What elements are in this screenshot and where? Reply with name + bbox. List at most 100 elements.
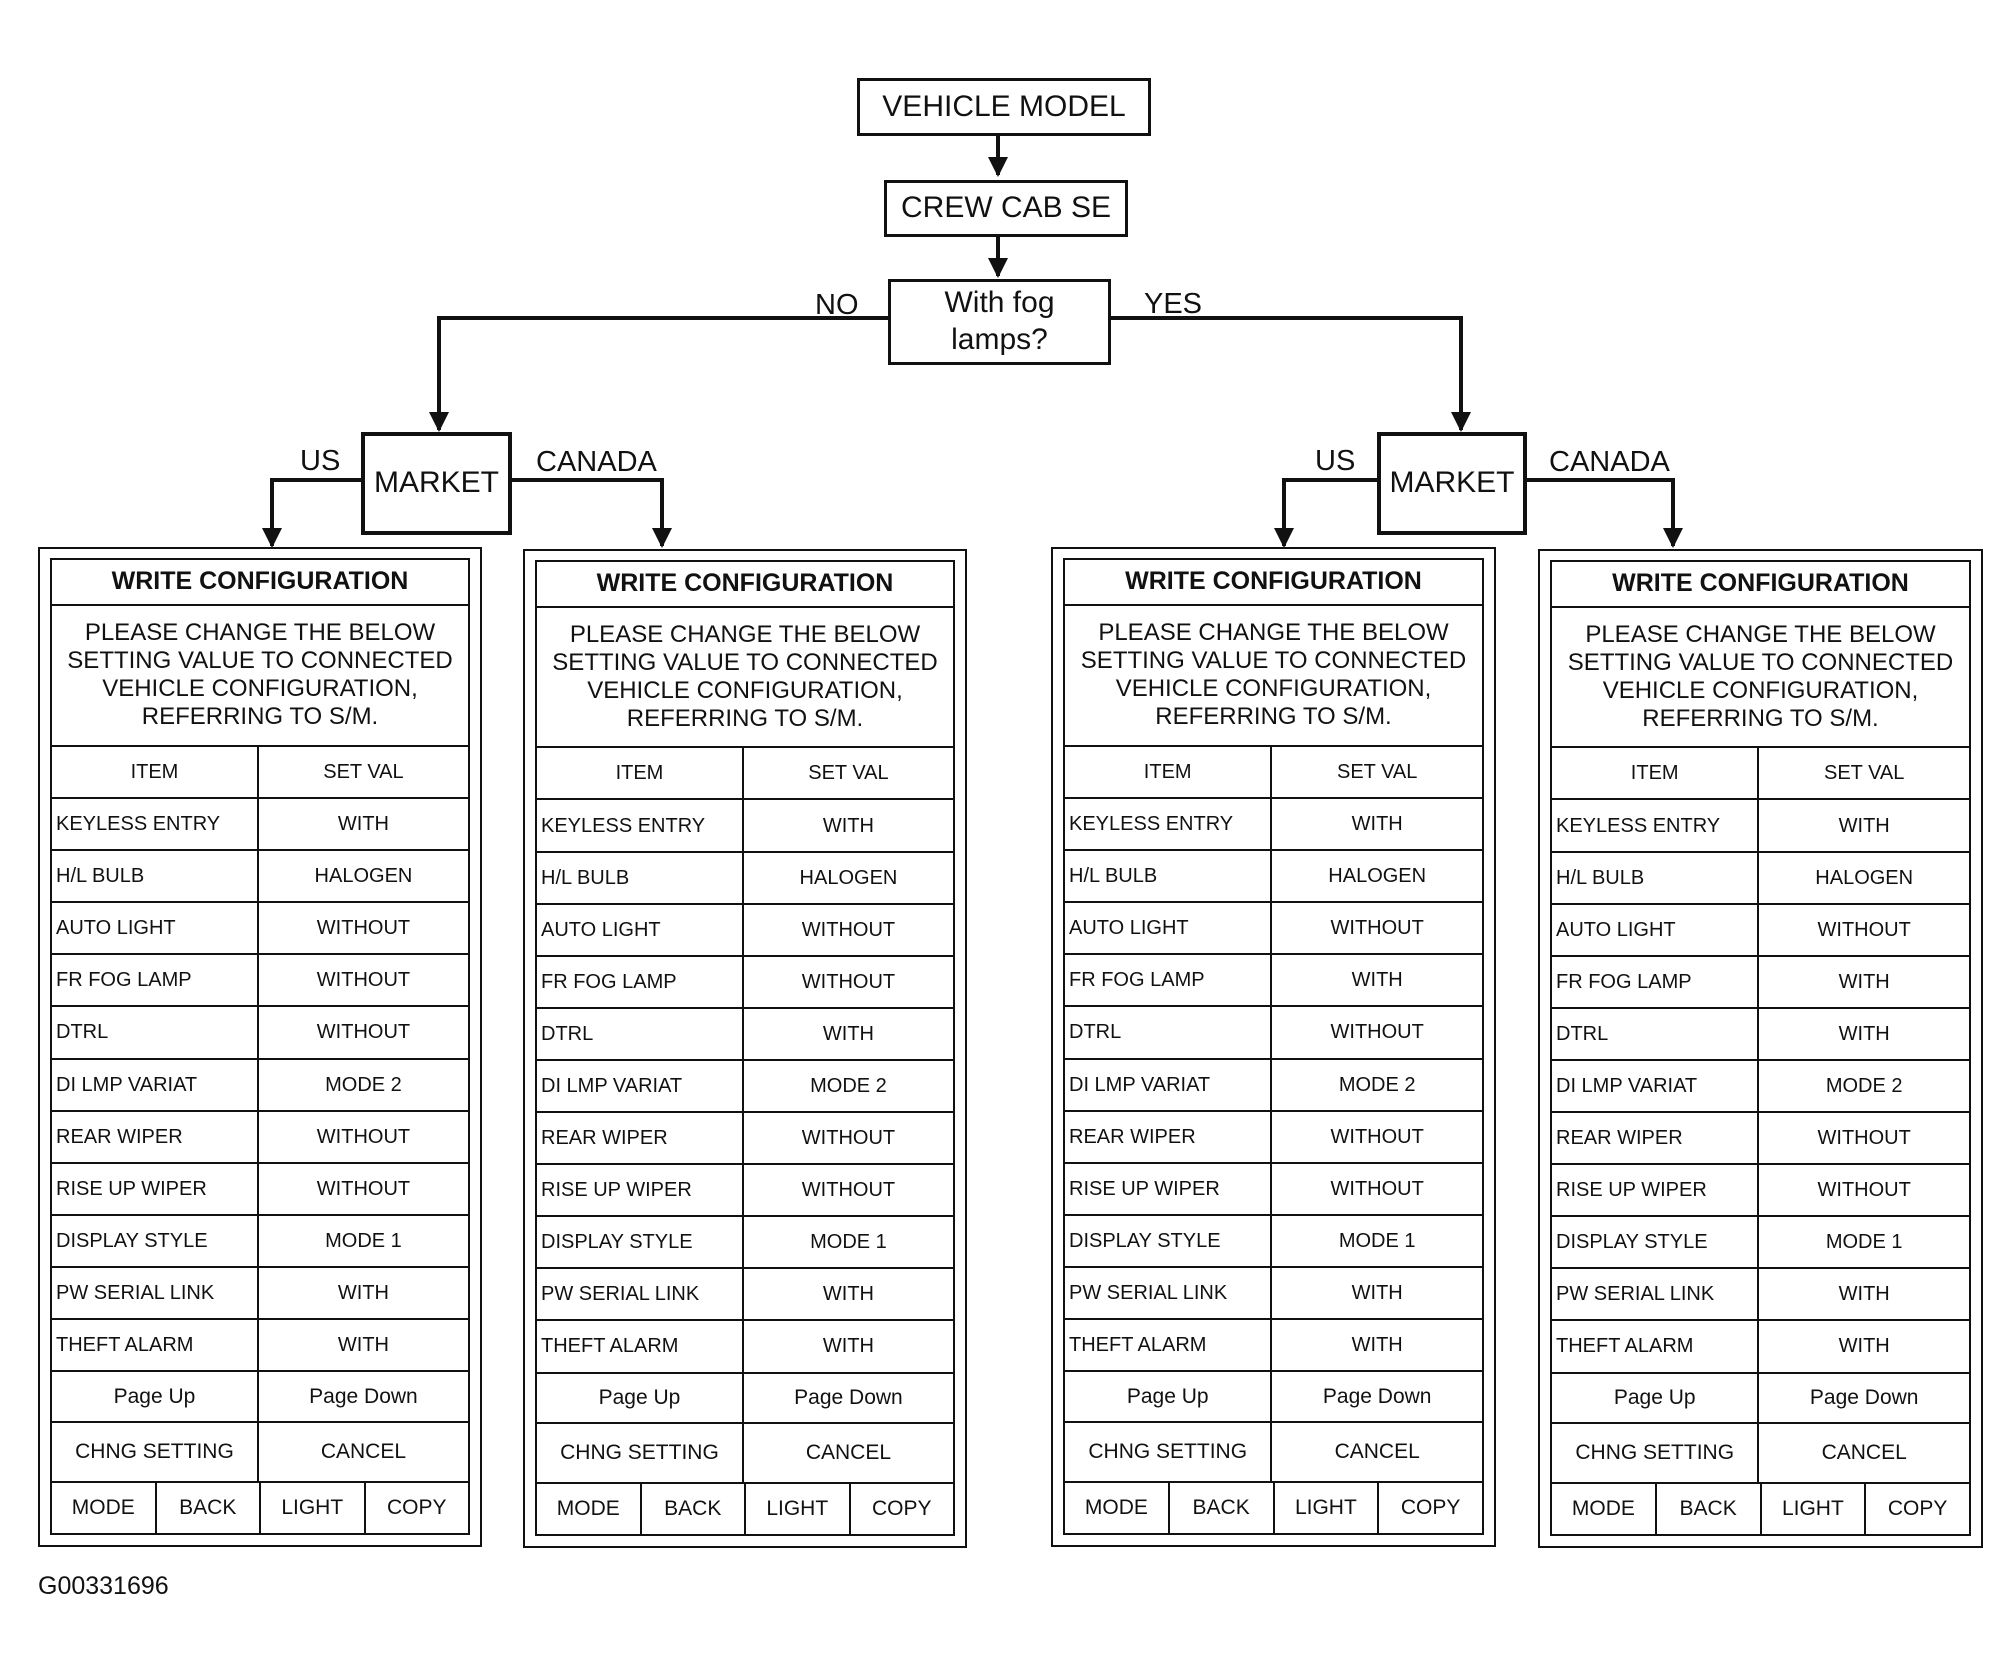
change-setting-button[interactable]: CHNG SETTING — [50, 1420, 259, 1483]
light-button[interactable]: LIGHT — [1272, 1483, 1378, 1532]
change-setting-button[interactable]: CHNG SETTING — [1549, 1421, 1760, 1484]
setting-value[interactable]: WITH — [741, 798, 956, 853]
setting-value[interactable]: MODE 1 — [1270, 1213, 1484, 1269]
page-down-button[interactable]: Page Down — [741, 1371, 956, 1424]
setting-value[interactable]: WITHOUT — [741, 1163, 956, 1218]
setting-value[interactable]: MODE 2 — [1757, 1058, 1971, 1114]
mode-button[interactable]: MODE — [1571, 1497, 1635, 1521]
page-up-button[interactable]: Page Up — [1062, 1370, 1273, 1423]
setting-value[interactable]: WITHOUT — [1270, 1109, 1484, 1164]
setting-value[interactable]: WITH — [256, 1318, 471, 1373]
mode-button[interactable]: MODE — [556, 1497, 620, 1521]
setting-value[interactable]: WITH — [741, 1006, 956, 1061]
cancel-button[interactable]: CANCEL — [741, 1421, 956, 1484]
setting-value[interactable]: MODE 1 — [256, 1213, 471, 1269]
setting-value[interactable]: WITH — [1757, 1319, 1971, 1374]
copy-button[interactable]: COPY — [1377, 1483, 1481, 1532]
setting-value[interactable]: WITH — [1757, 954, 1971, 1009]
setting-value[interactable]: HALOGEN — [1270, 848, 1484, 904]
change-setting-button[interactable]: CHNG SETTING — [1062, 1420, 1273, 1483]
setting-value[interactable]: WITHOUT — [1757, 1111, 1971, 1166]
back-button[interactable]: BACK — [639, 1484, 745, 1533]
setting-value[interactable]: WITHOUT — [741, 954, 956, 1009]
page-down-button[interactable]: Page Down — [1270, 1370, 1484, 1423]
page-down-button[interactable]: Page Down — [1757, 1371, 1971, 1424]
back-button[interactable]: BACK — [1167, 1483, 1273, 1532]
setting-value[interactable]: MODE 2 — [1270, 1057, 1484, 1112]
setting-value[interactable]: WITHOUT — [1270, 1005, 1484, 1060]
setting-value[interactable]: HALOGEN — [1757, 850, 1971, 905]
setting-value[interactable]: WITH — [1270, 953, 1484, 1008]
copy-button[interactable]: COPY — [363, 1483, 468, 1532]
cancel-button[interactable]: CANCEL — [256, 1420, 471, 1483]
light-button[interactable]: LIGHT — [744, 1484, 849, 1533]
setting-value[interactable]: WITHOUT — [741, 1111, 956, 1166]
setting-value[interactable]: MODE 2 — [256, 1057, 471, 1112]
cancel-button[interactable]: CANCEL — [1757, 1421, 1971, 1484]
cancel-button[interactable]: CANCEL — [1270, 1420, 1484, 1483]
setting-value[interactable]: WITHOUT — [256, 953, 471, 1008]
setting-value[interactable]: WITHOUT — [256, 1005, 471, 1060]
setting-value[interactable]: WITH — [741, 1319, 956, 1374]
setting-value[interactable]: WITH — [1757, 1006, 1971, 1061]
setting-value[interactable]: WITHOUT — [256, 901, 471, 956]
setting-value[interactable]: WITH — [1757, 1267, 1971, 1322]
setting-value[interactable]: WITH — [256, 796, 471, 851]
setting-value[interactable]: WITHOUT — [1270, 901, 1484, 956]
setting-value[interactable]: WITHOUT — [741, 902, 956, 957]
setting-value[interactable]: WITHOUT — [1757, 1163, 1971, 1218]
setting-value[interactable]: WITHOUT — [256, 1161, 471, 1216]
setting-value[interactable]: MODE 1 — [1757, 1215, 1971, 1270]
page-up-button[interactable]: Page Up — [535, 1371, 744, 1424]
setting-value[interactable]: WITH — [256, 1266, 471, 1321]
setting-value[interactable]: HALOGEN — [741, 850, 956, 905]
setting-value[interactable]: MODE 2 — [741, 1058, 956, 1114]
back-button[interactable]: BACK — [154, 1483, 260, 1532]
light-button[interactable]: LIGHT — [1759, 1484, 1865, 1533]
setting-value[interactable]: WITHOUT — [1757, 902, 1971, 957]
setting-value[interactable]: WITH — [741, 1267, 956, 1322]
setting-value[interactable]: WITH — [1270, 1318, 1484, 1373]
mode-button[interactable]: MODE — [71, 1496, 135, 1520]
page-up-button[interactable]: Page Up — [50, 1370, 259, 1423]
copy-button[interactable]: COPY — [848, 1484, 953, 1533]
copy-button[interactable]: COPY — [1864, 1484, 1968, 1533]
setting-value[interactable]: WITH — [1270, 1266, 1484, 1321]
